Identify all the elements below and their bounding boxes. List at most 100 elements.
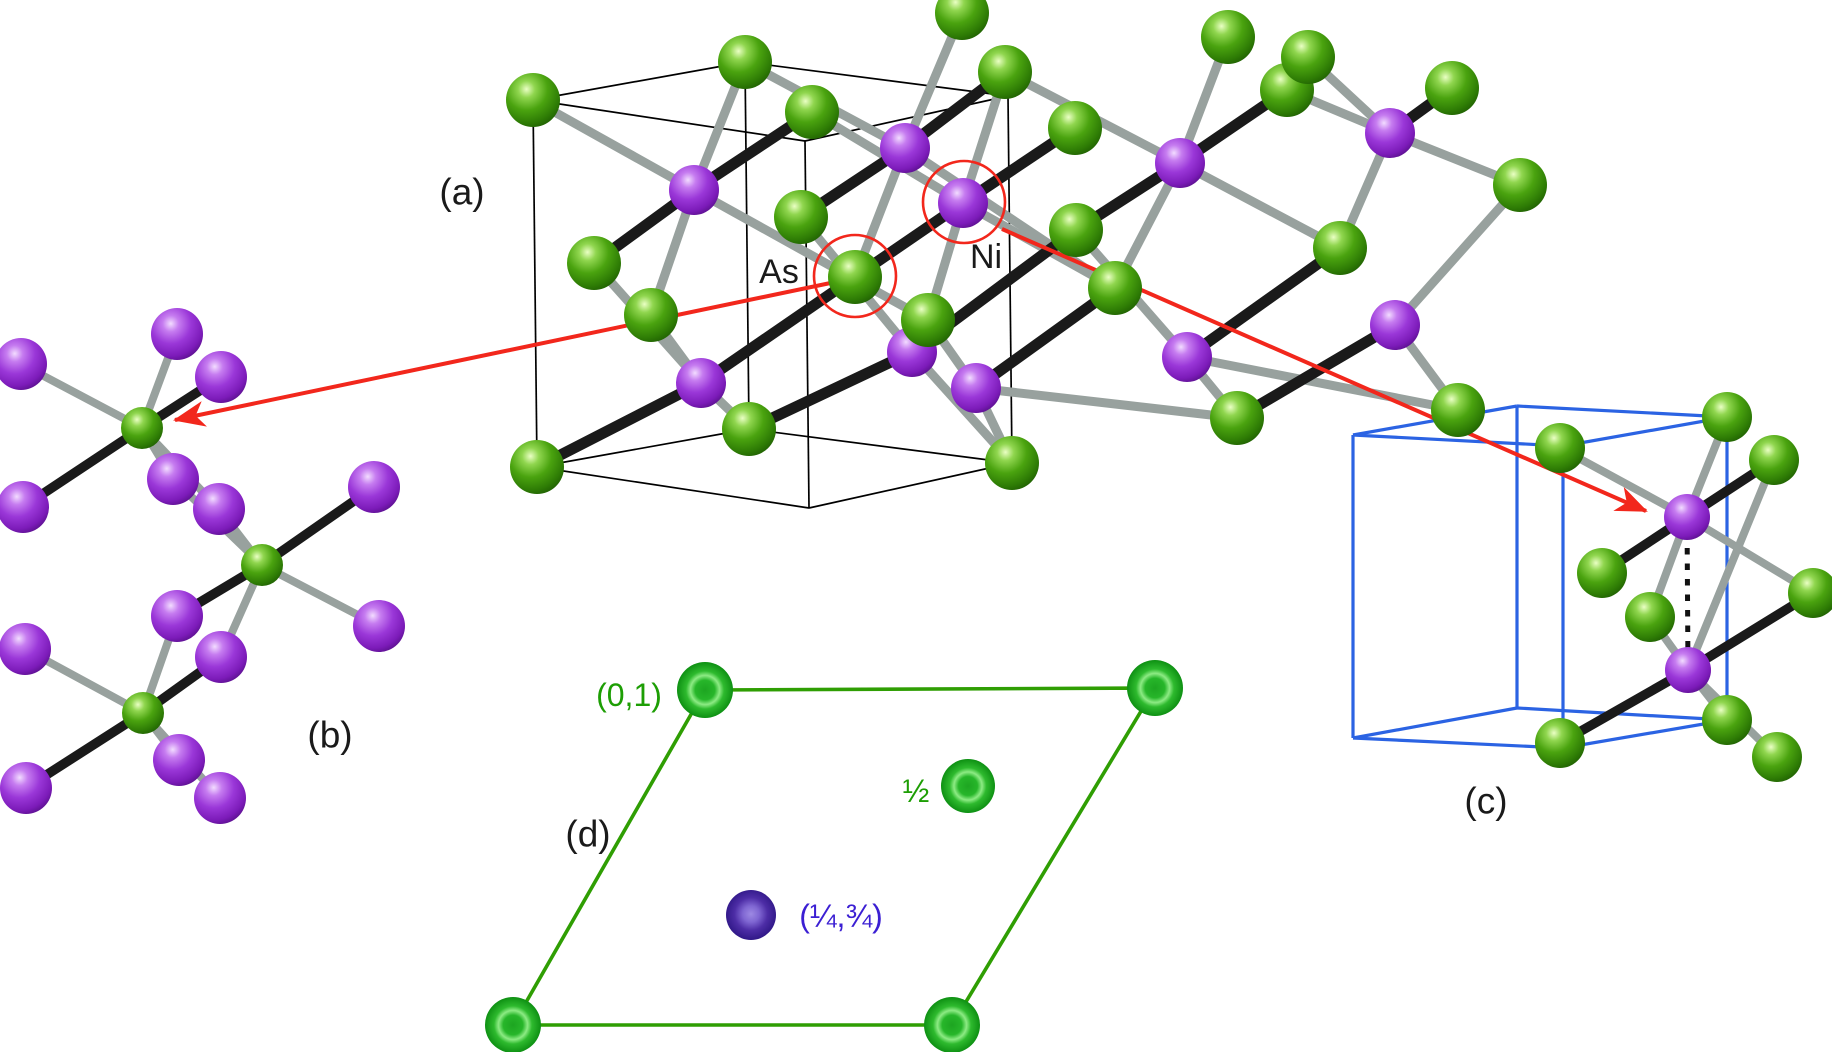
as-atom	[1049, 203, 1103, 257]
grey-bond	[1684, 456, 1778, 674]
black-bond	[743, 346, 918, 435]
cell-edge	[536, 428, 750, 468]
black-bond	[1181, 242, 1346, 363]
pointer-arrow	[173, 279, 841, 427]
as-atom	[122, 692, 164, 734]
blue-cell-edge	[1352, 736, 1564, 750]
as-atom	[941, 759, 995, 813]
ni-atom	[726, 890, 776, 940]
as-atom	[1577, 548, 1627, 598]
as-atom	[935, 0, 989, 40]
ni-atom	[151, 590, 203, 642]
blue-cell-edge	[1562, 718, 1728, 750]
label-d_quarters: (¼,¾)	[799, 898, 883, 934]
ni-atom	[195, 631, 247, 683]
cell-edge	[532, 99, 538, 468]
ni-atom	[0, 623, 51, 675]
as-atom	[774, 190, 828, 244]
as-atom	[828, 250, 882, 304]
ni-atom	[195, 351, 247, 403]
as-atom	[718, 35, 772, 89]
as-atom	[510, 440, 564, 494]
as-atom	[1752, 732, 1802, 782]
label-b: (b)	[307, 714, 353, 756]
as-atom	[1788, 568, 1832, 618]
cell-edge	[744, 61, 1009, 97]
ni-atom	[153, 734, 205, 786]
as-atom	[924, 997, 980, 1052]
blue-cell-edge	[1562, 415, 1728, 448]
cell-edge	[748, 428, 1013, 464]
cell-edge	[532, 99, 806, 142]
grey-bond	[971, 383, 1242, 423]
ni-atom	[1664, 494, 1710, 540]
ni-atom	[1370, 300, 1420, 350]
as-atom	[1425, 61, 1479, 115]
ni-atom	[353, 600, 405, 652]
label-as: As	[759, 253, 799, 291]
as-atom	[901, 293, 955, 347]
as-atom	[1127, 660, 1183, 716]
ni-atom	[348, 461, 400, 513]
as-atom	[1625, 592, 1675, 642]
ni-atom	[938, 178, 988, 228]
as-atom	[1431, 383, 1485, 437]
label-d: (d)	[565, 813, 611, 855]
black-bond	[1231, 319, 1401, 424]
ni-atom	[676, 358, 726, 408]
as-atom	[1201, 10, 1255, 64]
label-d_half: ½	[902, 773, 930, 809]
as-atom	[1088, 261, 1142, 315]
ni-atom	[151, 308, 203, 360]
label-ni: Ni	[969, 238, 1003, 276]
grey-bond	[1182, 352, 1463, 415]
as-atom	[785, 85, 839, 139]
grey-bond	[1175, 158, 1345, 253]
cell-edge	[744, 61, 750, 430]
as-atom	[978, 45, 1032, 99]
as-atom	[624, 288, 678, 342]
blue-cell-edge	[1352, 706, 1518, 740]
as-atom	[1535, 718, 1585, 768]
highlight-circle	[921, 159, 1007, 245]
as-atom	[1313, 221, 1367, 275]
as-atom	[1702, 392, 1752, 442]
ni-atom	[147, 453, 199, 505]
annotations-layer	[812, 159, 1007, 319]
ni-atom	[1365, 108, 1415, 158]
label-d_origin: (0,1)	[596, 677, 662, 713]
ni-atom	[951, 363, 1001, 413]
ni-atom	[1665, 647, 1711, 693]
as-atom	[722, 402, 776, 456]
cell-edge	[532, 61, 746, 101]
label-c: (c)	[1464, 780, 1508, 822]
highlight-circle	[812, 233, 898, 319]
as-atom	[1535, 423, 1585, 473]
projection-outline	[509, 686, 1159, 1027]
ni-atom	[1162, 332, 1212, 382]
ni-atom	[1155, 138, 1205, 188]
as-atom	[506, 73, 560, 127]
label-a: (a)	[439, 171, 485, 213]
ni-atom	[0, 481, 49, 533]
as-atom	[121, 407, 163, 449]
black-bond	[970, 282, 1121, 394]
ni-atom	[0, 762, 52, 814]
as-atom	[1749, 435, 1799, 485]
ni-atom	[193, 483, 245, 535]
dashed-bond	[1684, 516, 1691, 671]
as-atom	[1702, 695, 1752, 745]
blue-cell-edge	[1516, 404, 1728, 419]
ni-atom	[194, 772, 246, 824]
blue-cell-edge	[1352, 433, 1564, 448]
ni-atom	[880, 123, 930, 173]
cell-edge	[808, 462, 1013, 509]
ni-atom	[0, 338, 47, 390]
grey-bond	[1390, 180, 1525, 330]
as-atom	[985, 436, 1039, 490]
cell-edge	[536, 466, 810, 509]
as-atom	[485, 997, 541, 1052]
blue-cell-edge	[1516, 706, 1728, 722]
